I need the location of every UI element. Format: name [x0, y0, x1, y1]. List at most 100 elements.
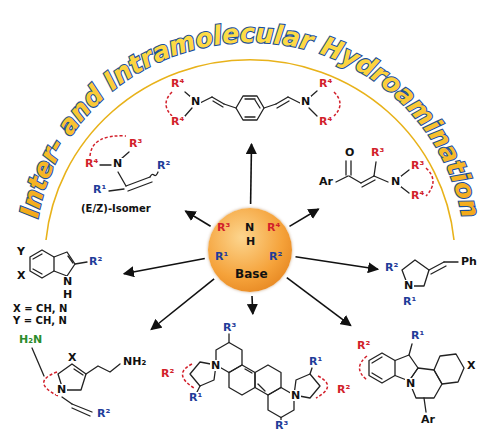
ring-arc: [360, 356, 368, 380]
structure-label: X = CH, N: [12, 304, 68, 314]
structure-label: R⁴: [84, 158, 99, 169]
structure-label: H: [62, 289, 73, 300]
structure-label: R²: [336, 384, 351, 395]
structure-label: R⁴: [318, 116, 333, 127]
structure-label: N: [56, 384, 67, 395]
bond-polyline: [54, 252, 75, 276]
reaction-arrow: [290, 209, 319, 226]
product-structure: H₂NXNNH₂R²: [12, 332, 152, 438]
structure-label: Y: [16, 246, 26, 257]
structure-label: N: [390, 176, 401, 187]
structure-label: R⁴: [170, 116, 185, 127]
title-text: Inter- and Intramolecular Hydroamination: [14, 18, 486, 220]
structure-label: Ar: [318, 176, 334, 187]
structure-label: (E/Z)-Isomer: [80, 204, 152, 214]
ring-arc-group: [44, 92, 433, 398]
structure-label: R²: [268, 251, 283, 262]
structure-label: R²: [384, 262, 399, 273]
bond-line: [33, 254, 42, 259]
bond-line: [72, 408, 90, 416]
bond-group: [30, 91, 464, 420]
structure-label: Base: [234, 268, 269, 280]
structure-label: R²: [356, 340, 371, 351]
bond-line: [245, 369, 252, 373]
ring-arc: [90, 136, 126, 156]
structure-label: R¹: [214, 251, 229, 262]
reaction-arrow: [251, 296, 253, 314]
structure-label: R¹: [92, 184, 107, 195]
structure-label: O: [344, 147, 355, 158]
structure-label: N: [290, 390, 301, 401]
bond-polygon: [236, 96, 264, 120]
structure-label: N: [62, 276, 73, 287]
structure-label: H₂N: [18, 334, 43, 345]
bond-line: [310, 368, 312, 374]
structure-label: N: [300, 96, 311, 107]
bond-line: [258, 384, 265, 391]
structure-label: Ar: [420, 414, 436, 425]
bond-polygon: [434, 354, 464, 384]
product-structure: R¹ R² N X Ar: [354, 322, 490, 436]
bond-path: [150, 172, 158, 177]
reaction-arrow: [185, 211, 210, 226]
bond-line: [245, 116, 255, 117]
bond-line: [424, 398, 426, 412]
structure-label: R¹: [410, 330, 425, 341]
ring-arc: [166, 92, 172, 116]
bond-line: [350, 161, 351, 175]
structure-label: R¹: [188, 392, 203, 403]
bond-line: [345, 161, 346, 175]
structure-label: R²: [156, 160, 171, 171]
bond-line: [109, 189, 124, 191]
structure-label: N: [210, 360, 221, 371]
bond-line: [374, 162, 376, 176]
bond-line: [75, 262, 87, 264]
bond-line: [100, 164, 111, 165]
reaction-arrow: [151, 279, 214, 330]
bond-line: [444, 261, 458, 262]
bond-line: [374, 176, 388, 182]
bond-line: [431, 266, 446, 274]
structure-label: N: [405, 378, 416, 389]
product-structure: ArOR³NR³R⁴: [316, 145, 432, 207]
bond-polygon: [369, 353, 395, 383]
structure-label: N: [190, 96, 201, 107]
bond-line: [400, 170, 409, 177]
structure-label: R²: [96, 408, 111, 419]
bond-line: [74, 369, 83, 375]
structure-label: R²: [160, 368, 175, 379]
bond-line: [336, 176, 348, 182]
bond-line: [200, 97, 212, 103]
reaction-arrow: [124, 259, 205, 274]
bond-line: [62, 397, 72, 404]
bond-line: [409, 344, 412, 355]
product-structure: R³NR²R¹R¹NR²R³: [158, 318, 353, 440]
product-structure: R²NR¹Ph: [382, 240, 490, 316]
structure-label: R³: [370, 147, 385, 158]
structure-label: R³: [216, 222, 231, 233]
bond-line: [372, 357, 382, 363]
product-structure: YXNHR²X = CH, NY = CH, N: [8, 240, 120, 330]
ring-arc: [334, 92, 340, 116]
reaction-arrow: [287, 278, 351, 326]
ring-arc: [182, 364, 194, 388]
bond-line: [372, 373, 382, 379]
structure-label: Y = CH, N: [12, 316, 68, 326]
structure-label: R⁴: [410, 190, 425, 201]
bond-polyline: [86, 364, 120, 374]
structure-label: R¹: [402, 296, 417, 307]
bond-line: [245, 98, 255, 99]
title: Inter- and Intramolecular Hydroamination: [14, 18, 486, 220]
reagent-circle: R³NR⁴HR¹R²Base: [208, 208, 292, 292]
structure-label: Ph: [460, 256, 478, 267]
bond-line: [264, 104, 276, 108]
bond-line: [212, 97, 224, 104]
structure-label: H: [245, 236, 256, 247]
structure-label: R¹: [308, 356, 323, 367]
structure-label: X: [466, 360, 476, 371]
bond-line: [72, 404, 92, 412]
bond-line: [255, 100, 260, 108]
bond-line: [288, 97, 300, 103]
bond-line: [118, 172, 126, 186]
structure-label: NH₂: [122, 356, 147, 367]
